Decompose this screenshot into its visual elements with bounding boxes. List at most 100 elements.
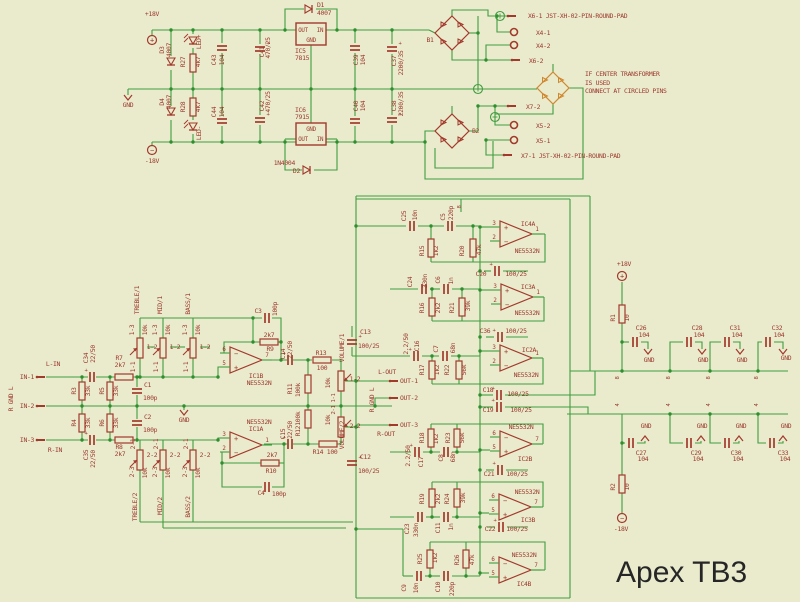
pad-X5-2 — [509, 120, 519, 130]
schematic-label: R GND L — [7, 386, 15, 411]
bridge-center-bridge — [536, 71, 570, 105]
schematic-label: IF CENTER TRANSFORMER — [585, 70, 660, 78]
resistor-R3 — [78, 381, 86, 401]
schematic-label: X5-2 — [536, 122, 551, 130]
schematic-label: BASS/2 — [184, 496, 192, 518]
wire — [431, 423, 544, 444]
capacitor-polarity: + — [491, 398, 495, 404]
gnd-symbol — [643, 348, 653, 355]
junction-dot — [478, 393, 482, 397]
wire — [272, 444, 285, 488]
wire — [709, 414, 721, 444]
opamp-sign: − — [503, 497, 507, 505]
pin-number: 3 — [492, 345, 496, 351]
schematic-label: L-OUT — [378, 368, 396, 376]
resistor-R22 — [455, 360, 463, 380]
circled-pin-marker — [489, 111, 501, 123]
schematic-label: R20 — [458, 245, 466, 256]
schematic-label: VOLUME/1 — [338, 333, 346, 362]
pad-X4-1 — [509, 27, 519, 37]
schematic-label: 2-3 — [181, 466, 189, 477]
diode-D1 — [304, 4, 314, 14]
schematic-label: B1 — [426, 36, 434, 44]
pad-X5-1 — [509, 135, 519, 145]
schematic-label: R6 — [98, 419, 106, 427]
pad-IN-1 — [35, 375, 39, 379]
junction-dot — [135, 404, 139, 408]
regulator-IC5 — [295, 22, 327, 46]
schematic-label: 39k — [464, 300, 472, 311]
junction-dot — [478, 525, 482, 529]
schematic-label: C22 — [485, 525, 496, 533]
schematic-label: 220p — [448, 581, 456, 596]
reg-pin-label: GND — [306, 127, 316, 133]
gnd-symbol — [697, 348, 707, 355]
schematic-label: 33k — [84, 385, 92, 396]
schematic-label: C20 — [476, 270, 487, 278]
resistor-R8 — [114, 436, 134, 444]
junction-dot — [135, 438, 139, 442]
schematic-label: 2k7 — [264, 331, 275, 339]
junction-dot — [258, 28, 262, 32]
bridge-diode — [558, 92, 565, 100]
resistor-R23 — [453, 428, 461, 448]
schematic-label: 4k7 — [194, 101, 202, 112]
schematic-label: IN-3 — [20, 436, 35, 444]
schematic-label: 8 — [754, 376, 760, 379]
junction-dot — [455, 450, 459, 454]
schematic-label: GND — [737, 356, 748, 364]
schematic-label: 68n — [449, 342, 457, 353]
schematic-label: C31 — [730, 324, 741, 332]
schematic-label: 100/25 — [358, 467, 380, 475]
pin-number: 2 — [493, 298, 496, 304]
junction-dot — [464, 574, 468, 578]
schematic-label: 10k — [164, 324, 172, 335]
pin-number: 5 — [492, 445, 496, 451]
junction-dot — [430, 354, 434, 358]
schematic-label: 22/50 — [89, 345, 97, 363]
junction-dot — [279, 358, 283, 362]
schematic-label: C42 — [258, 100, 266, 111]
pad-X6-2 — [510, 58, 514, 62]
schematic-label: R17 — [418, 364, 426, 375]
wire — [431, 234, 546, 263]
schematic-label: 68n — [449, 451, 457, 462]
resistor-R7 — [114, 373, 134, 381]
junction-dot — [708, 412, 712, 416]
schematic-label: 1k2 — [432, 245, 440, 256]
wire — [424, 130, 435, 142]
pin-number: 7 — [534, 500, 538, 506]
capacitor-polarity: + — [84, 431, 88, 437]
junction-dot — [478, 269, 482, 273]
schematic-label: B2 — [472, 127, 480, 135]
schematic-label: 100/25 — [510, 406, 532, 414]
schematic-label: 2-2 — [170, 451, 181, 459]
schematic-label: OUT-2 — [400, 394, 418, 402]
bridge-diode — [457, 21, 465, 28]
wire — [451, 9, 507, 17]
wire — [252, 318, 260, 343]
supply--18V-left — [146, 144, 158, 156]
schematic-label: 1-3 — [128, 324, 136, 335]
opamp-IC3B — [498, 493, 533, 521]
wire — [432, 358, 544, 385]
capacitor-polarity: + — [282, 435, 286, 441]
schematic-label: X7-1 JST-XH-02-PIN-ROUND-PAD — [521, 152, 621, 160]
bridge-diode — [440, 119, 448, 126]
resistor-R2 — [618, 474, 626, 494]
schematic-label: C15 — [279, 428, 287, 439]
schematic-label: R15 — [418, 245, 426, 256]
pad-OUT-3 — [388, 423, 392, 427]
schematic-label: L-IN — [46, 360, 61, 368]
resistor-R9 — [259, 338, 279, 346]
schematic-label: 104 — [218, 106, 226, 117]
schematic-label: NE5532N — [509, 423, 534, 431]
capacitor-polarity: + — [398, 112, 402, 118]
opamp-sign: − — [504, 362, 508, 370]
schematic-label: C38 — [390, 100, 398, 111]
wire — [505, 406, 589, 414]
gnd-symbol — [123, 94, 133, 101]
board-title: Apex TB3 — [616, 556, 748, 589]
potentiometer-BASS/1 — [189, 337, 197, 359]
wire — [496, 16, 510, 33]
